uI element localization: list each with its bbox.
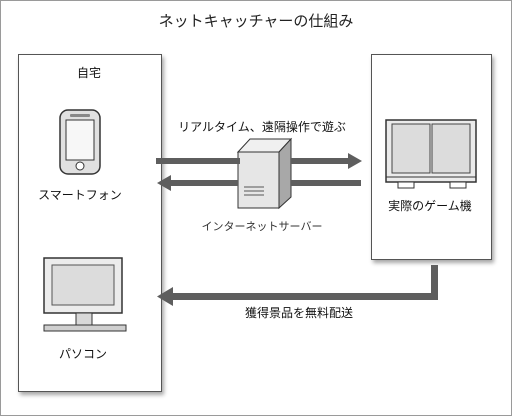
game-machine-label: 実際のゲーム機	[388, 199, 472, 213]
home-panel-label: 自宅	[76, 66, 102, 80]
arrow-to-home	[157, 175, 361, 191]
diagram-title: ネットキャッチャーの仕組み	[158, 12, 354, 30]
smartphone-icon	[59, 109, 101, 175]
server-label: インターネットサーバー	[201, 220, 323, 233]
smartphone-label: スマートフォン	[38, 188, 122, 202]
server-icon	[236, 137, 293, 210]
delivery-label: 獲得景品を無料配送	[244, 306, 354, 320]
delivery-arrow	[157, 265, 438, 306]
arrow-to-game	[156, 153, 362, 169]
realtime-label: リアルタイム、遠隔操作で遊ぶ	[178, 120, 346, 134]
pc-monitor-icon	[43, 257, 127, 332]
pc-label: パソコン	[58, 347, 108, 361]
game-machine-icon	[385, 119, 477, 189]
